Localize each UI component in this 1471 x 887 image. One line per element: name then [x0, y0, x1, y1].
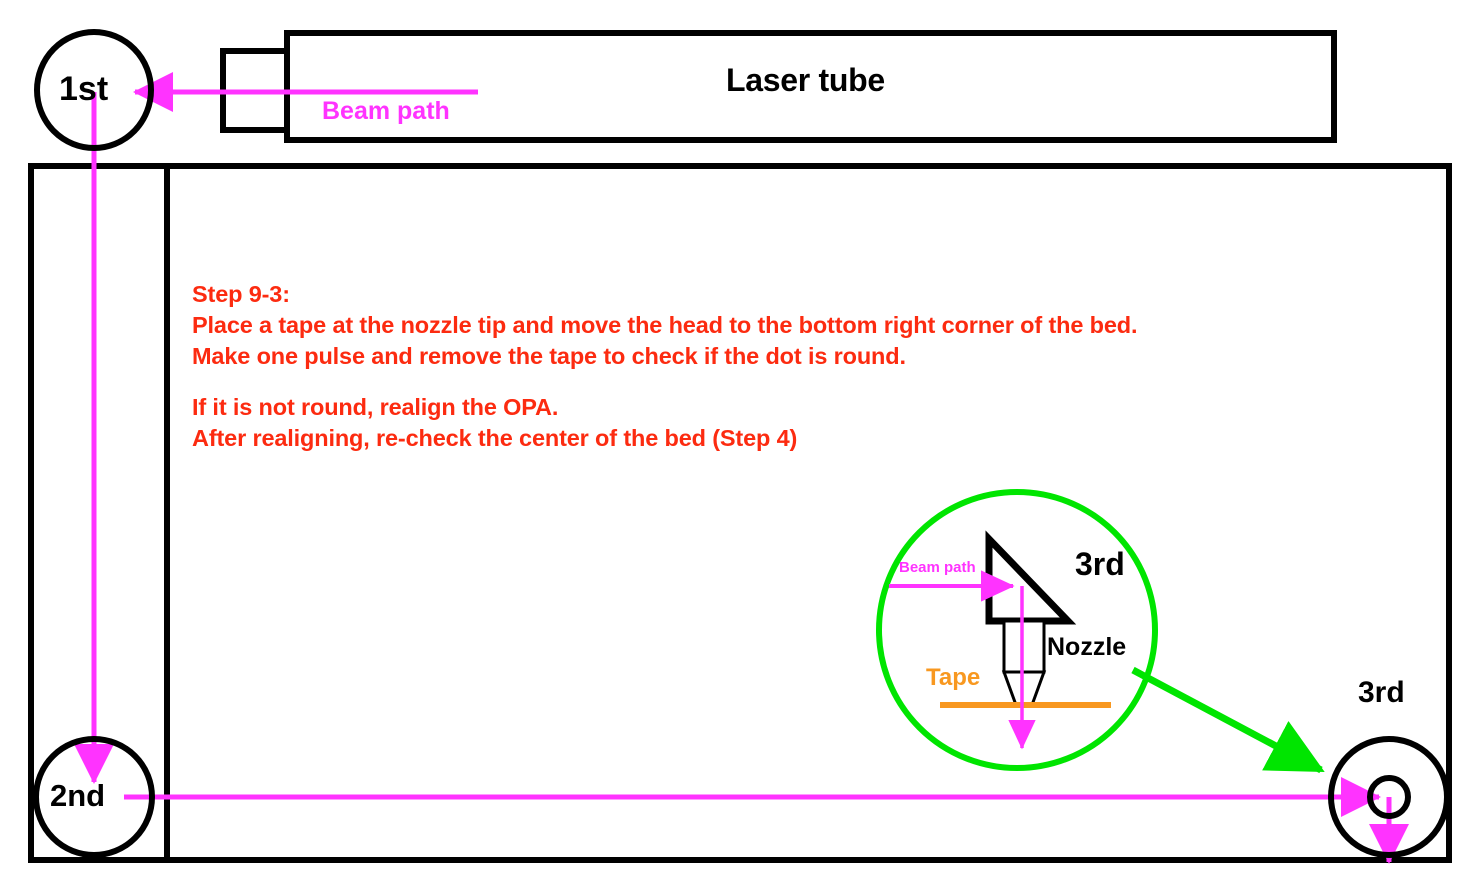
mirror-label-third-detail: 3rd [1075, 546, 1125, 582]
mirror-label-third-bed: 3rd [1358, 676, 1405, 709]
instruction-line-3: If it is not round, realign the OPA. [192, 394, 559, 421]
mirror-label-second: 2nd [50, 778, 106, 813]
instruction-line-2: Make one pulse and remove the tape to ch… [192, 343, 906, 370]
detail-callout-circle [876, 489, 1158, 771]
laser-tube-label: Laser tube [726, 62, 885, 98]
mirror-marker-second [33, 736, 155, 858]
mirror-label-first: 1st [59, 70, 109, 108]
tape-label: Tape [926, 664, 981, 691]
instruction-line-1: Place a tape at the nozzle tip and move … [192, 312, 1138, 339]
beam-path-label-main: Beam path [322, 97, 450, 125]
nozzle-barrel [1002, 619, 1046, 674]
instruction-heading: Step 9-3: [192, 281, 290, 307]
instruction-spacer [192, 372, 1137, 392]
mirror-marker-third-outer [1328, 736, 1450, 858]
instruction-text-block: Step 9-3: Place a tape at the nozzle tip… [192, 279, 1137, 454]
mirror-marker-first [34, 29, 154, 151]
detail-callout-leader-arrow [1131, 666, 1325, 774]
beam-path-label-detail: Beam path [899, 559, 976, 576]
nozzle-label: Nozzle [1047, 633, 1127, 661]
instruction-line-4: After realigning, re-check the center of… [192, 425, 798, 452]
machine-bed-outer-frame [28, 163, 1452, 863]
nozzle-marker-third-inner [1367, 775, 1411, 819]
